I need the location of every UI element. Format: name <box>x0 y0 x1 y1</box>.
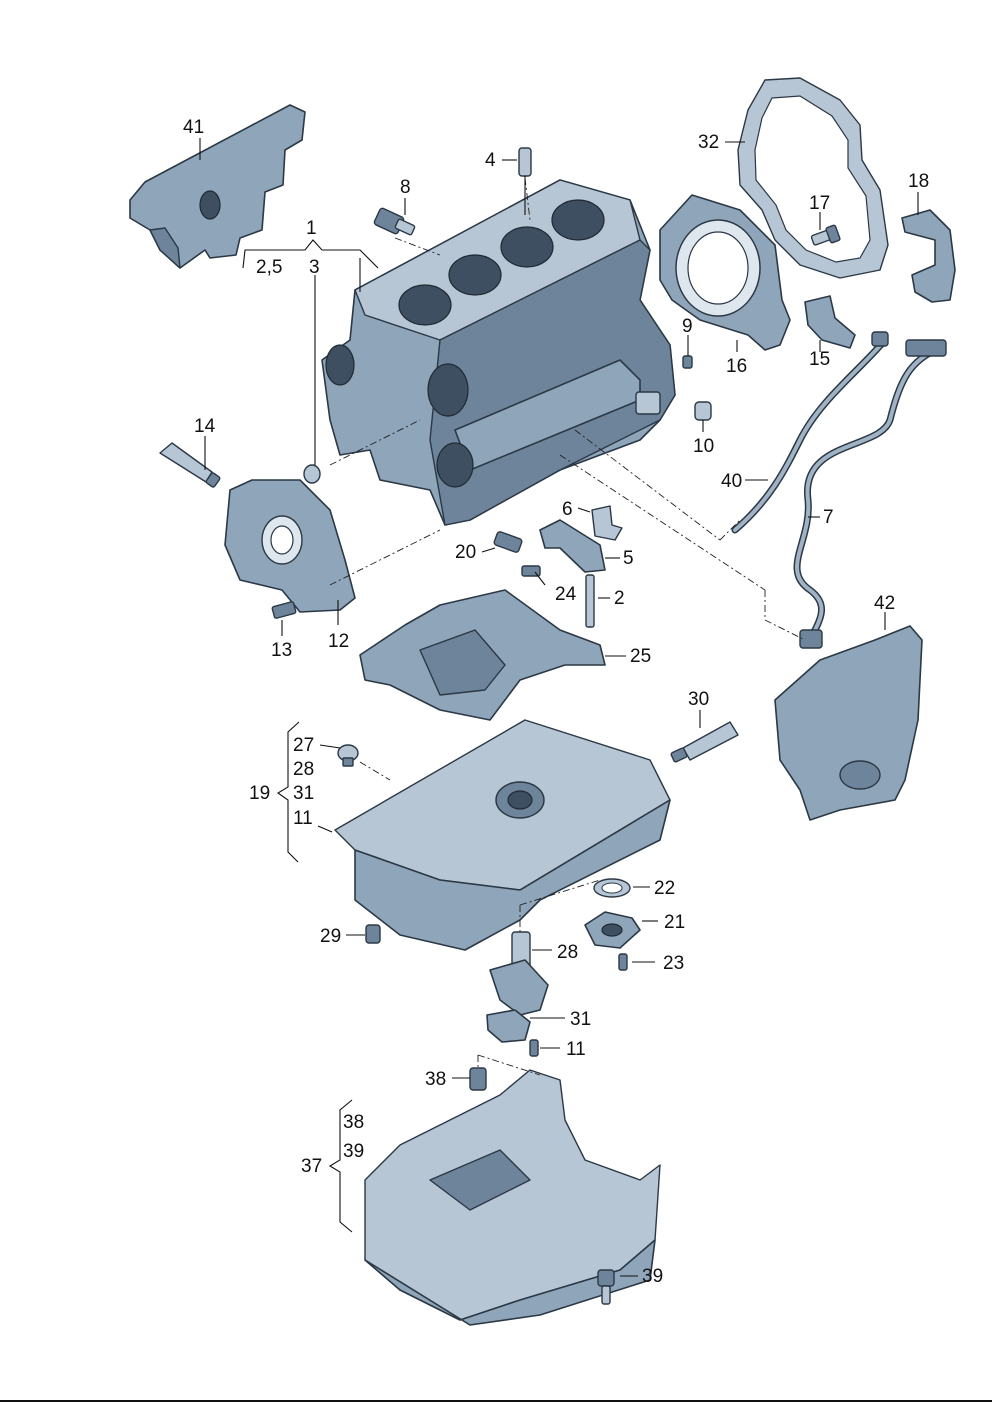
label-16: 16 <box>726 356 747 377</box>
label-21: 21 <box>664 912 685 933</box>
label-10: 10 <box>693 436 714 457</box>
part-7-guide-tube <box>793 339 947 649</box>
label-27: 27 <box>293 735 314 756</box>
label-6: 6 <box>562 499 573 520</box>
label-20: 20 <box>455 542 476 563</box>
label-42: 42 <box>874 593 895 614</box>
part-37-underbody-shield <box>364 1069 661 1326</box>
label-29: 29 <box>320 926 341 947</box>
part-20-sensor <box>493 531 523 553</box>
label-32: 32 <box>698 132 719 153</box>
label-18: 18 <box>908 171 929 192</box>
part-11-bolt <box>529 1039 539 1057</box>
part-38-clip <box>469 1067 487 1091</box>
part-21-flange <box>584 911 641 949</box>
part-42-cover <box>774 625 923 821</box>
label-30: 30 <box>688 689 709 710</box>
label-38-group: 38 <box>343 1112 364 1133</box>
part-15-bracket <box>804 295 856 349</box>
label-2: 2 <box>614 588 625 609</box>
part-28-oil-pump <box>489 931 549 1016</box>
part-4-dowel <box>518 147 532 177</box>
part-8-bolt <box>373 207 416 236</box>
part-22-seal <box>593 878 631 898</box>
label-22: 22 <box>654 878 675 899</box>
label-5: 5 <box>623 548 634 569</box>
part-13-bolt <box>271 601 297 619</box>
label-3: 3 <box>309 257 320 278</box>
part-19-oil-pan <box>334 719 671 951</box>
label-39: 39 <box>642 1266 663 1287</box>
part-31-bracket <box>486 1009 531 1043</box>
label-24: 24 <box>555 584 577 605</box>
part-14-sealant-tube <box>159 442 221 488</box>
label-13: 13 <box>271 640 292 661</box>
engine-block <box>321 179 676 526</box>
part-23-bolt <box>618 953 628 971</box>
label-31: 31 <box>570 1009 591 1030</box>
part-30-sealant-tube <box>670 721 739 763</box>
label-19: 19 <box>249 783 270 804</box>
part-40-dipstick <box>731 331 889 534</box>
label-38: 38 <box>425 1069 446 1090</box>
part-2-bolt <box>585 574 595 628</box>
label-9: 9 <box>682 316 693 337</box>
label-1: 1 <box>306 218 317 239</box>
label-15: 15 <box>809 349 830 370</box>
part-16-seal-flange <box>659 194 791 351</box>
label-11-group: 11 <box>293 808 313 829</box>
part-3-plug <box>303 464 321 484</box>
callout-labels: 41 4 32 8 18 17 1 2,5 3 9 16 15 14 10 40… <box>183 117 929 1287</box>
leader-lines <box>199 138 919 1277</box>
label-28: 28 <box>557 942 578 963</box>
label-4: 4 <box>485 150 496 171</box>
label-2-5: 2,5 <box>256 257 282 278</box>
part-32-gasket <box>737 77 889 279</box>
part-18-bracket <box>901 209 956 303</box>
label-41: 41 <box>183 117 204 138</box>
part-39-bolt <box>597 1269 615 1305</box>
part-27-drain-plug <box>337 744 359 767</box>
part-12-front-flange <box>224 479 356 613</box>
label-8: 8 <box>400 177 411 198</box>
part-9-pin <box>682 355 693 369</box>
part-29-bolt <box>365 924 381 944</box>
label-28-group: 28 <box>293 759 314 780</box>
part-10-sleeve <box>694 401 712 421</box>
assembly-lines <box>329 177 806 1076</box>
part-5-bearing-cap <box>539 519 606 573</box>
label-17: 17 <box>809 193 830 214</box>
label-14: 14 <box>194 416 216 437</box>
label-11: 11 <box>566 1039 586 1060</box>
part-25-baffle <box>359 589 606 721</box>
label-31-group: 31 <box>293 783 314 804</box>
label-12: 12 <box>328 631 349 652</box>
part-6-jet <box>591 505 623 541</box>
label-39-group: 39 <box>343 1141 364 1162</box>
label-37: 37 <box>301 1156 322 1177</box>
label-23: 23 <box>663 953 684 974</box>
part-41-cover <box>129 104 306 269</box>
label-40: 40 <box>721 471 742 492</box>
part-17-bolt <box>810 224 841 246</box>
label-7: 7 <box>823 507 834 528</box>
label-25: 25 <box>630 646 651 667</box>
